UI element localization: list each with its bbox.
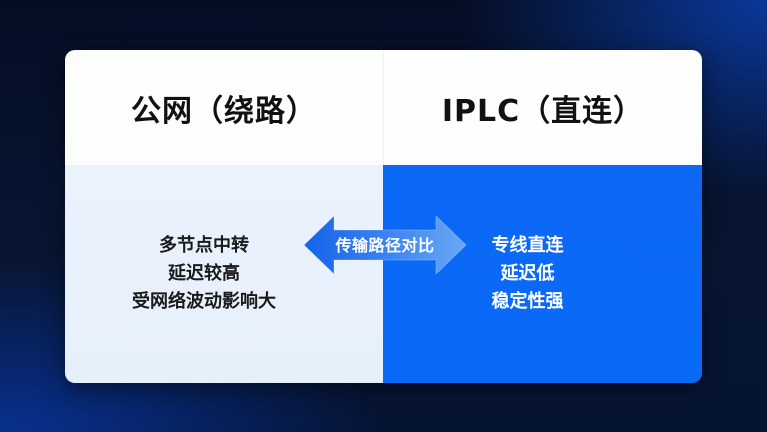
public-point-1: 多节点中转 — [159, 235, 249, 256]
comparison-card: 公网（绕路） IPLC（直连） 多节点中转 延迟较高 受网络波动影响大 专线直连… — [65, 50, 702, 383]
header-row: 公网（绕路） IPLC（直连） — [65, 50, 702, 165]
double-arrow-icon — [303, 215, 467, 275]
iplc-point-3: 稳定性强 — [491, 291, 564, 312]
public-point-2: 延迟较高 — [168, 263, 240, 284]
iplc-point-1: 专线直连 — [491, 235, 564, 256]
public-network-heading: 公网（绕路） — [65, 50, 383, 165]
public-network-panel: 多节点中转 延迟较高 受网络波动影响大 — [65, 165, 383, 383]
body-row: 多节点中转 延迟较高 受网络波动影响大 专线直连 延迟低 稳定性强 — [65, 165, 702, 383]
iplc-panel: 专线直连 延迟低 稳定性强 — [383, 165, 702, 383]
transmission-comparison-arrow: 传输路径对比 — [302, 214, 468, 276]
iplc-heading: IPLC（直连） — [383, 50, 702, 165]
arrow-label: 传输路径对比 — [335, 236, 435, 255]
public-point-3: 受网络波动影响大 — [132, 291, 276, 312]
iplc-point-2: 延迟低 — [500, 263, 555, 284]
